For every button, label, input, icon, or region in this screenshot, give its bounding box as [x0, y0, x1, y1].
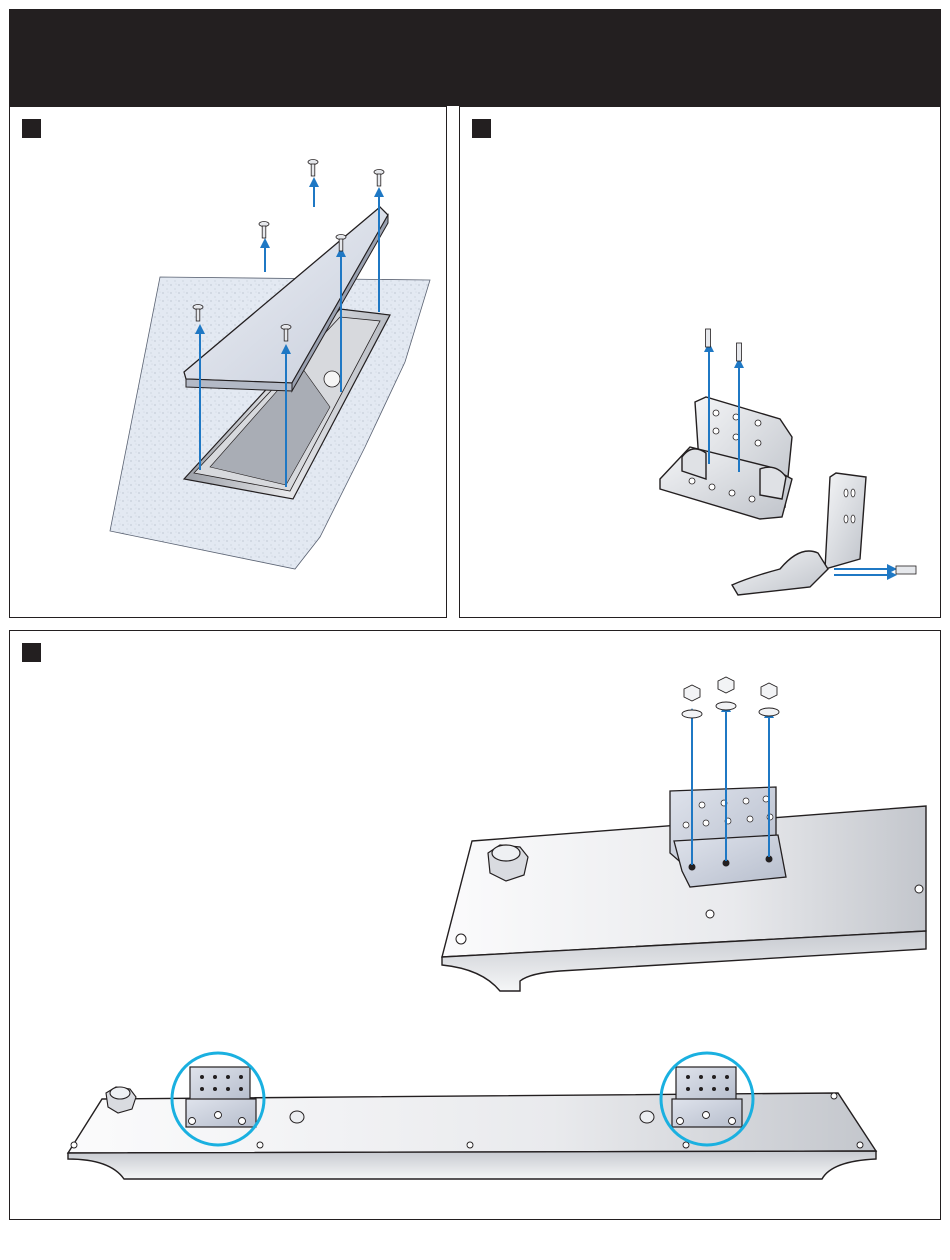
- fixture-mounting-illustration: [10, 631, 942, 1221]
- cable-gland-icon: [488, 845, 528, 881]
- bracket-illustration: [460, 107, 942, 619]
- l-bracket: [660, 397, 792, 519]
- cover-plate-illustration: [10, 107, 448, 619]
- step-2-panel: [459, 106, 941, 618]
- cable-gland-small-icon: [106, 1087, 136, 1113]
- junction-hole: [324, 371, 340, 387]
- step-3-panel: [9, 630, 941, 1220]
- nut-and-washer-icons: [682, 677, 779, 718]
- left-bracket-full: [186, 1067, 256, 1127]
- lag-screw-icons: [706, 329, 742, 361]
- header-bar: [9, 9, 941, 106]
- side-screw-icon: [896, 566, 916, 574]
- step-1-panel: [9, 106, 447, 618]
